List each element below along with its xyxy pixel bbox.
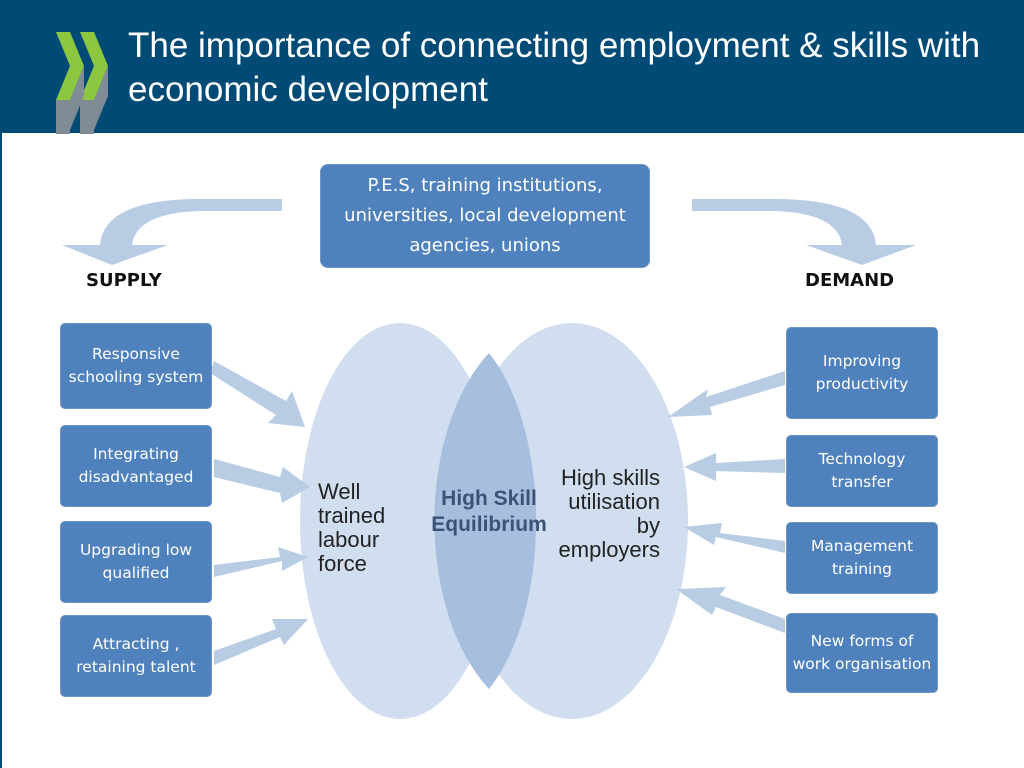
demand-box-management: Management training	[786, 522, 938, 594]
arrow-demand-1	[668, 371, 785, 417]
arrow-demand-4	[676, 587, 785, 633]
supply-heading: SUPPLY	[86, 270, 162, 291]
arrow-demand-2	[684, 453, 785, 481]
venn-diagram-graphics	[62, 199, 916, 719]
header-bar: The importance of connecting employment …	[0, 0, 1024, 134]
demand-box-productivity: Improving productivity	[786, 327, 938, 419]
supply-box-talent: Attracting , retaining talent	[60, 615, 212, 697]
curved-arrow-supply	[62, 199, 282, 265]
left-border-rule	[0, 133, 2, 768]
overlap-region	[434, 353, 537, 689]
arrow-supply-3	[214, 547, 308, 577]
demand-box-technology: Technology transfer	[786, 435, 938, 507]
stakeholders-box: P.E.S, training institutions, universiti…	[320, 164, 650, 268]
supply-box-integrating: Integrating disadvantaged	[60, 425, 212, 507]
supply-box-schooling: Responsive schooling system	[60, 323, 212, 409]
demand-box-work-organisation: New forms of work organisation	[786, 613, 938, 693]
curved-arrow-demand	[692, 199, 916, 265]
arrow-supply-1	[210, 361, 305, 427]
demand-heading: DEMAND	[805, 270, 895, 291]
arrow-supply-2	[214, 459, 310, 503]
overlap-label: High Skill Equilibrium	[431, 487, 547, 536]
right-circle-label: High skills utilisation by employers	[558, 465, 660, 562]
slide-title: The importance of connecting employment …	[128, 26, 981, 109]
arrow-supply-4	[214, 619, 308, 665]
arrow-demand-3	[684, 523, 785, 553]
supply-box-upgrading: Upgrading low qualified	[60, 521, 212, 603]
left-circle-label: Well trained labour force	[318, 479, 386, 576]
oecd-chevron-logo-icon	[56, 32, 108, 134]
